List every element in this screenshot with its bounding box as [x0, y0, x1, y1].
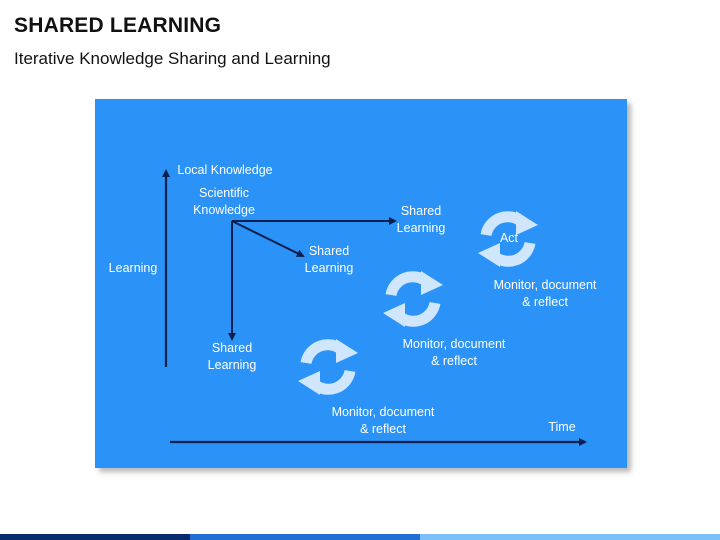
footer-bar-segment-mid [190, 534, 420, 540]
local-knowledge-label: Local Knowledge [177, 163, 273, 177]
cycle-icon-2 [383, 271, 443, 327]
shared-learning-mid-label: Shared Learning [304, 244, 354, 275]
page-subtitle: Iterative Knowledge Sharing and Learning [14, 49, 331, 68]
time-axis-label: Time [548, 420, 576, 434]
monitor-label-3: Monitor, document & reflect [493, 278, 597, 309]
monitor-label-2: Monitor, document & reflect [402, 337, 506, 368]
cycle-icon-1 [298, 339, 358, 395]
footer-bar-segment-light [420, 534, 720, 540]
monitor-label-1: Monitor, document & reflect [331, 405, 435, 436]
footer-bar-segment-dark [0, 534, 190, 540]
shared-learning-bottom-label: Shared Learning [207, 341, 257, 372]
act-label: Act [499, 231, 519, 245]
footer-color-bar [0, 534, 720, 540]
arrow-to-shared-learning-mid [231, 220, 305, 257]
diagram-panel: Learning Local Knowledge Scientific Know… [95, 99, 627, 468]
diagram-canvas [162, 169, 587, 446]
learning-axis-label: Learning [108, 261, 158, 275]
page-title: SHARED LEARNING [14, 14, 222, 37]
shared-learning-top-label: Shared Learning [396, 204, 446, 235]
scientific-knowledge-label: Scientific Knowledge [193, 186, 255, 217]
